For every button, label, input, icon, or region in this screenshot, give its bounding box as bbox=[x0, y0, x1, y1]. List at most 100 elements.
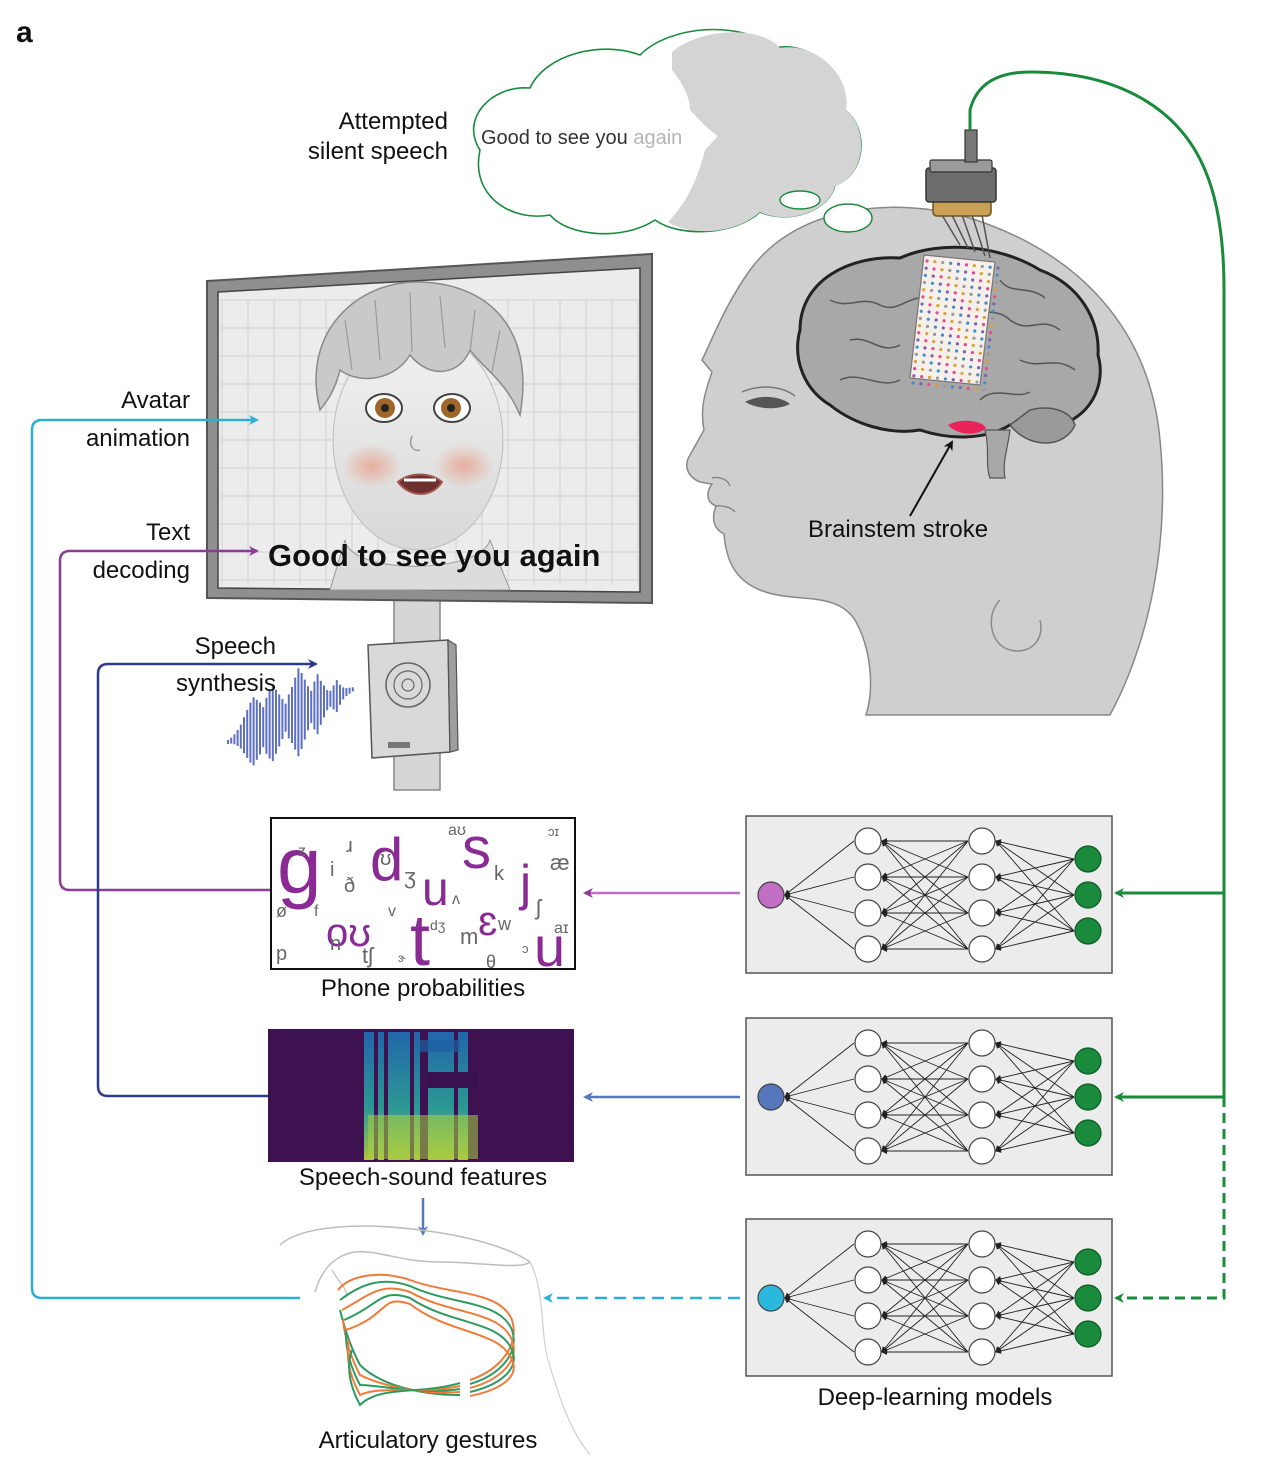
nn-input-node bbox=[1074, 1047, 1102, 1075]
electrode bbox=[959, 313, 963, 317]
electrode bbox=[925, 259, 929, 263]
electrode bbox=[964, 263, 969, 267]
tongue-curve bbox=[337, 1273, 515, 1381]
avatar-label-line1: Avatar bbox=[121, 387, 190, 414]
nn-hidden-node bbox=[968, 935, 996, 963]
phone-glyph-small: z bbox=[298, 843, 306, 860]
electrode bbox=[920, 302, 924, 306]
jaw-curve bbox=[348, 1349, 461, 1407]
electrode bbox=[984, 366, 989, 371]
electrode bbox=[959, 306, 964, 310]
electrode bbox=[957, 327, 961, 332]
nn-edge bbox=[995, 1042, 1075, 1098]
electrode bbox=[930, 281, 935, 285]
electrode bbox=[922, 280, 927, 285]
nn-edge bbox=[995, 840, 1075, 896]
nn-edge bbox=[881, 1042, 969, 1116]
nn-edge bbox=[784, 1096, 855, 1152]
electrode bbox=[920, 367, 925, 372]
electrode bbox=[915, 345, 919, 349]
electrode bbox=[992, 302, 996, 306]
phone-glyph-large: s bbox=[462, 816, 491, 881]
phone-glyph-small: ɔɪ bbox=[548, 824, 560, 839]
bubble-text-dark: Good to see you bbox=[481, 127, 633, 149]
electrode bbox=[927, 382, 931, 387]
electrode bbox=[947, 348, 951, 352]
electrode bbox=[942, 319, 946, 323]
ear bbox=[990, 599, 1042, 652]
phone-glyph-small: k bbox=[494, 863, 505, 885]
spectro-band bbox=[414, 1032, 420, 1160]
phone-glyph-small: w bbox=[497, 914, 512, 934]
electrode bbox=[977, 358, 982, 363]
sound-waveform bbox=[227, 668, 354, 766]
electrode bbox=[966, 321, 970, 325]
electrode bbox=[924, 266, 928, 270]
nn-edge bbox=[784, 876, 855, 897]
nn-edge bbox=[881, 1114, 969, 1152]
electrode bbox=[913, 367, 917, 371]
deep-learning-models-label: Deep-learning models bbox=[818, 1384, 1053, 1411]
nn-output-node bbox=[757, 881, 785, 909]
nn-edge bbox=[881, 1243, 969, 1281]
electrode bbox=[974, 387, 978, 391]
electrode bbox=[963, 343, 967, 347]
electrode bbox=[987, 345, 991, 349]
avatar-animation-arrow bbox=[30, 415, 300, 1300]
electrode bbox=[949, 327, 953, 331]
electrode bbox=[980, 264, 984, 269]
phone-glyph-small: aɪ bbox=[554, 920, 569, 937]
phone-glyph-small: n bbox=[330, 933, 341, 955]
phone-glyph-small: m bbox=[460, 924, 478, 949]
nn-edge bbox=[995, 876, 1075, 932]
phone-glyph-small: v bbox=[388, 903, 396, 920]
speech-sound-features-label: Speech-sound features bbox=[299, 1164, 547, 1191]
electrode bbox=[974, 322, 978, 326]
phone-glyph-small: ø bbox=[276, 901, 287, 921]
model-speech bbox=[745, 1017, 1113, 1176]
pedestal-connector bbox=[925, 129, 997, 259]
phone-glyph-large: u bbox=[534, 915, 565, 978]
nn-edge bbox=[881, 1315, 969, 1353]
electrode bbox=[986, 287, 990, 291]
electrode bbox=[959, 378, 963, 383]
electrode bbox=[964, 270, 968, 274]
electrode bbox=[995, 273, 999, 277]
speech-label-line1: Speech bbox=[195, 633, 276, 660]
electrode bbox=[948, 334, 952, 338]
electrode bbox=[980, 337, 984, 341]
electrode bbox=[971, 278, 975, 282]
electrode bbox=[949, 261, 953, 265]
electrode bbox=[933, 260, 937, 264]
phone-glyph-small: aʊ bbox=[448, 822, 466, 839]
electrode bbox=[950, 319, 954, 324]
phone-glyph-small: θ bbox=[486, 952, 496, 972]
nn-hidden-node bbox=[854, 1302, 882, 1330]
electrode bbox=[952, 298, 957, 302]
electrode bbox=[976, 300, 980, 304]
electrode bbox=[993, 287, 998, 292]
phone-glyph-large: oʊ bbox=[326, 911, 371, 955]
nn-input-node bbox=[1074, 1119, 1102, 1147]
phone-glyph-small: ð bbox=[344, 875, 355, 897]
spectro-band bbox=[364, 1032, 374, 1160]
nn-input-node bbox=[1074, 845, 1102, 873]
nn-input-node bbox=[1074, 1083, 1102, 1111]
spectro-band bbox=[458, 1032, 468, 1160]
nn-edge bbox=[995, 1243, 1075, 1335]
electrode bbox=[912, 374, 916, 378]
nn-hidden-node bbox=[968, 1338, 996, 1366]
nn-edge bbox=[881, 1078, 969, 1152]
electrode bbox=[958, 320, 962, 324]
electrode bbox=[971, 271, 976, 275]
electrode bbox=[923, 346, 927, 350]
electrode bbox=[982, 315, 986, 320]
electrode bbox=[963, 277, 967, 281]
electrode bbox=[955, 276, 959, 281]
nn-edge bbox=[995, 930, 1075, 951]
phone-glyph-small: æ bbox=[550, 850, 570, 875]
nn-edge bbox=[784, 1243, 855, 1299]
electrode bbox=[962, 350, 967, 354]
text-label-line1: Text bbox=[146, 519, 190, 546]
